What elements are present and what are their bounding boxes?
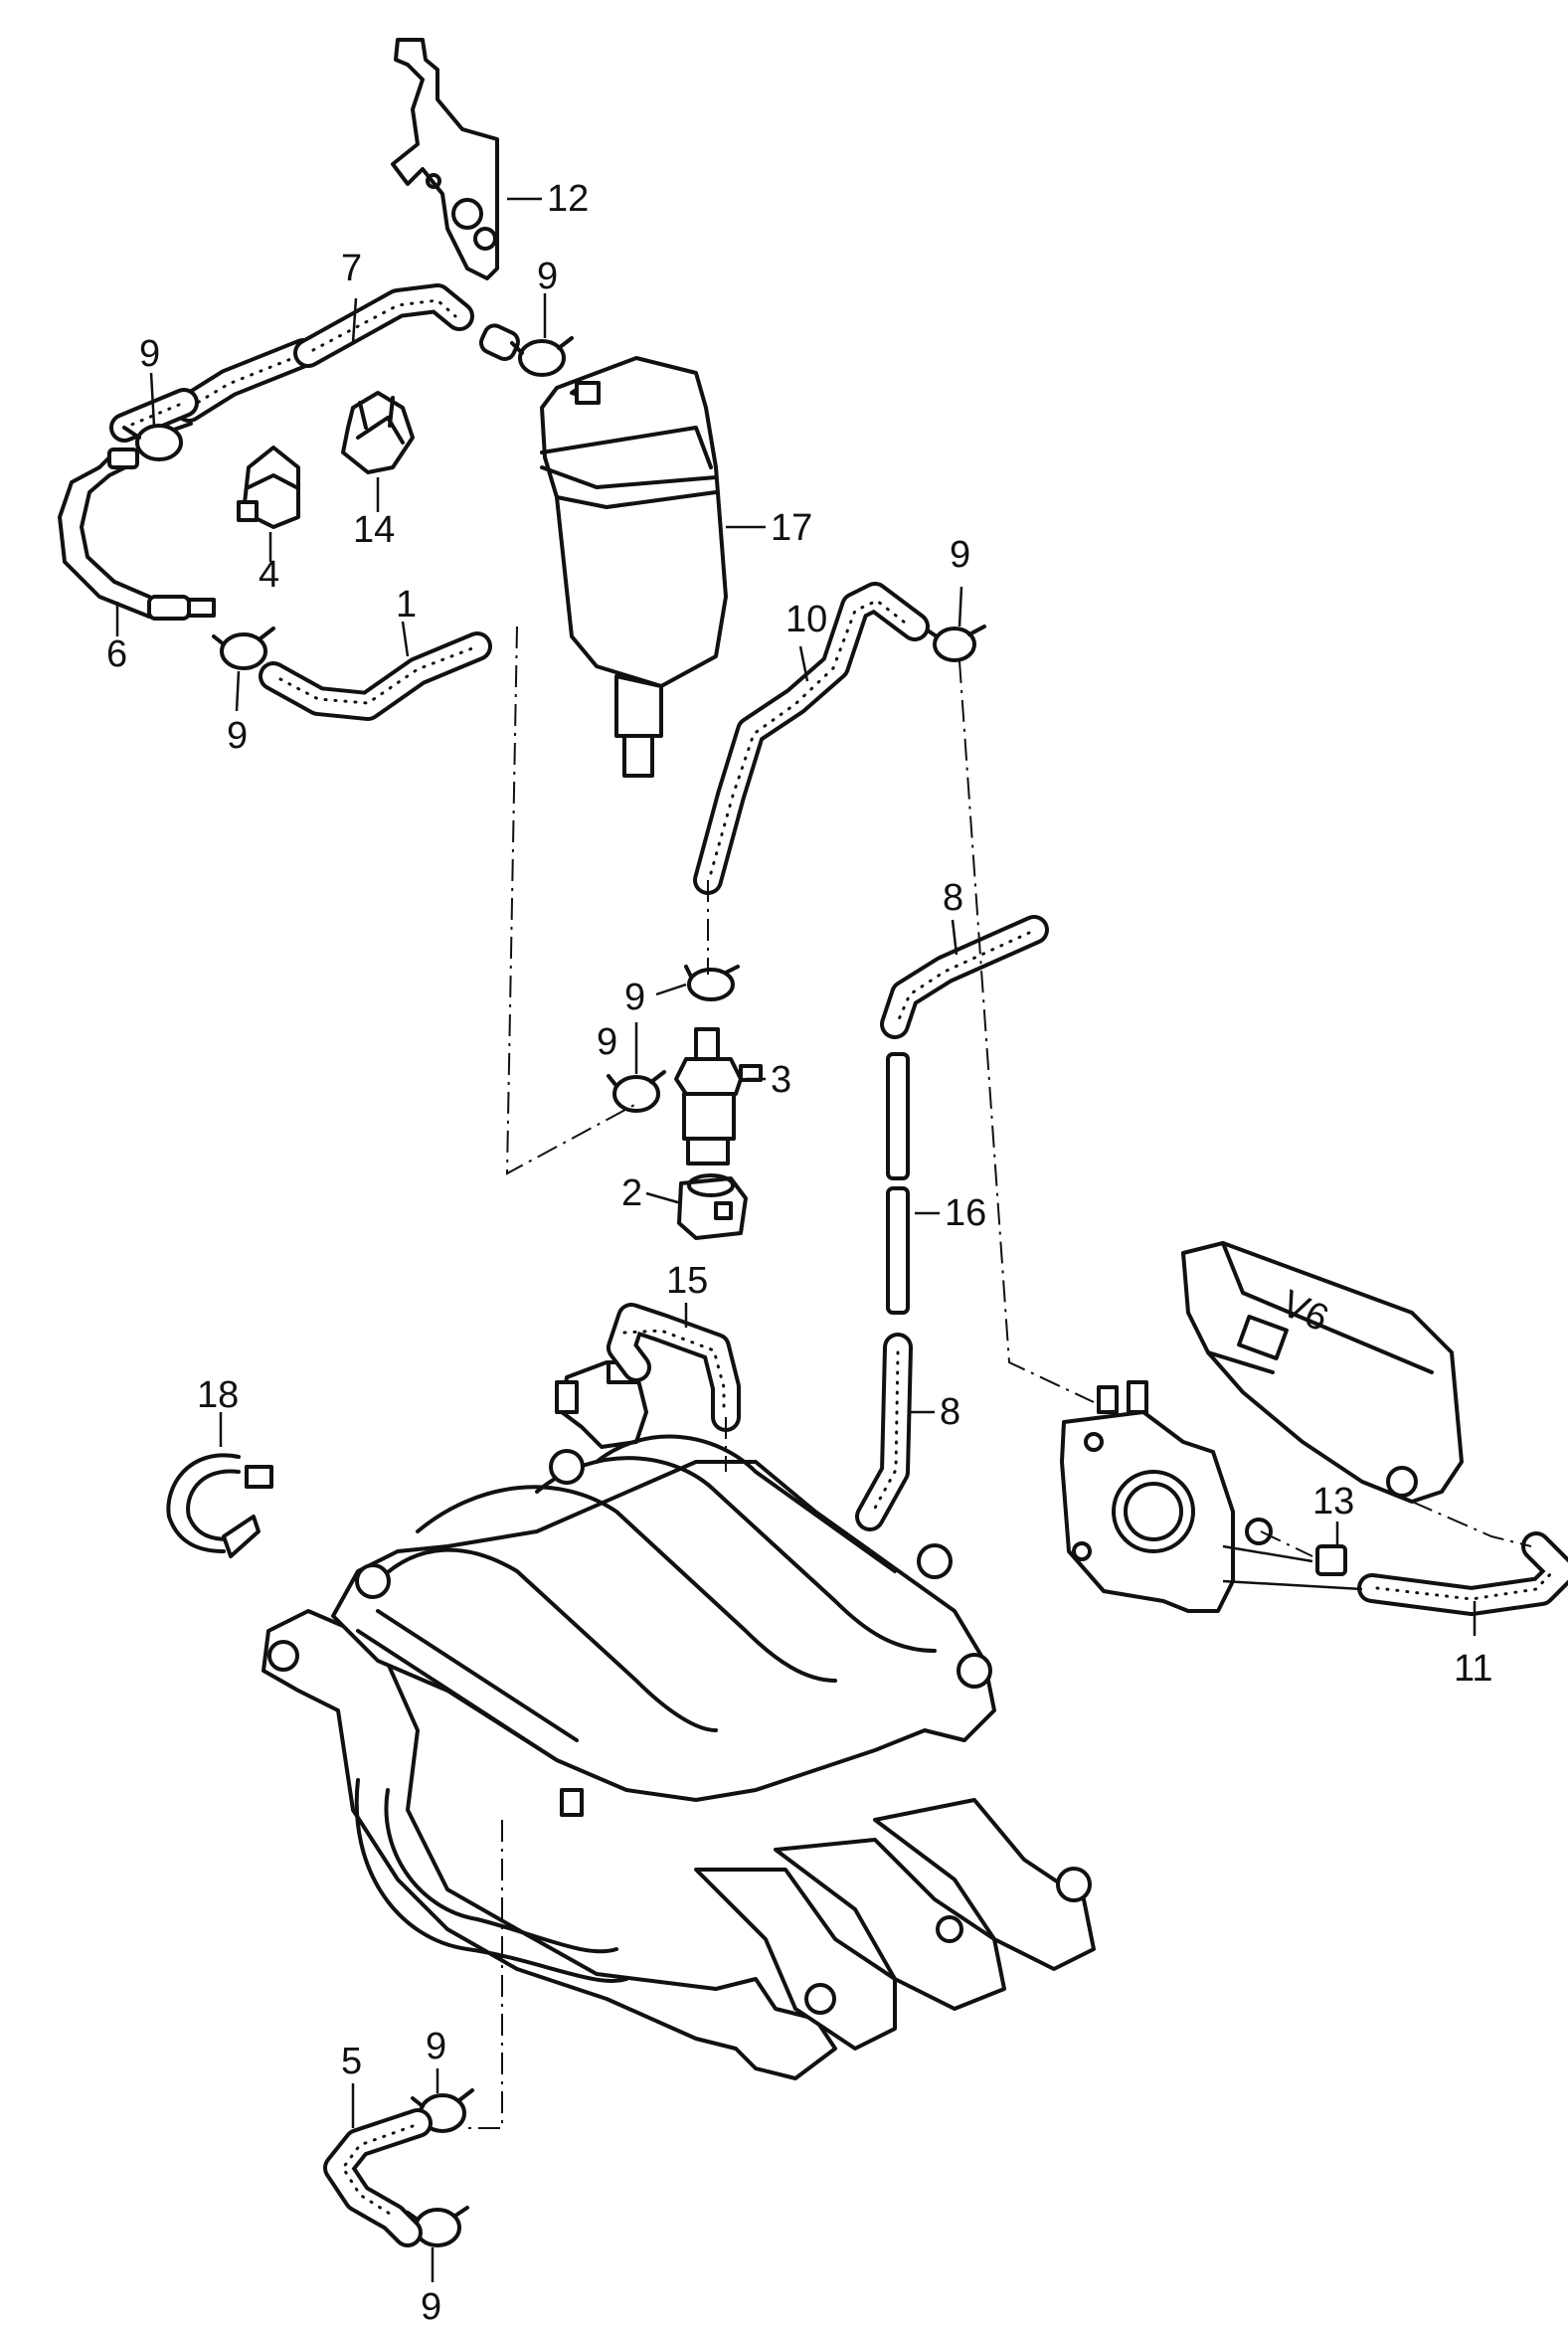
hose-8-lower: [855, 1333, 913, 1531]
label-9-right: 9: [950, 534, 970, 576]
label-4: 4: [259, 554, 279, 596]
clamp-9-e: [684, 965, 740, 1001]
label-8-upper: 8: [943, 877, 963, 919]
label-1: 1: [396, 584, 417, 626]
label-9-top-left: 9: [139, 333, 160, 375]
label-3: 3: [771, 1059, 791, 1101]
routing-lines: [467, 626, 1532, 2129]
label-9-bottom-a: 9: [426, 2026, 446, 2067]
valve-3: [674, 1027, 763, 1165]
cap-13: [1315, 1544, 1347, 1576]
hose-5: [323, 2108, 433, 2247]
label-15: 15: [666, 1260, 708, 1302]
throttle-body: [1060, 1380, 1273, 1613]
hose-8-upper: [880, 915, 1049, 1039]
tube-16: [886, 1052, 910, 1315]
clamp-9-d: [923, 625, 986, 662]
grommet-2: [677, 1173, 748, 1240]
label-16: 16: [945, 1192, 986, 1234]
label-9-top: 9: [537, 256, 558, 297]
label-7: 7: [341, 248, 362, 289]
label-9-bottom-b: 9: [421, 2286, 441, 2328]
label-9-mid-a: 9: [624, 977, 645, 1018]
clip-4: [237, 446, 300, 529]
bracket-12: [391, 38, 499, 280]
label-9-left-lower: 9: [227, 715, 248, 757]
hose-10: [693, 582, 930, 895]
label-11: 11: [1454, 1648, 1492, 1690]
clip-14: [341, 391, 415, 474]
air-intake-cover-v6: V6: [1181, 1241, 1464, 1504]
label-10: 10: [785, 599, 827, 640]
hose-1: [259, 631, 492, 721]
label-6: 6: [106, 633, 127, 675]
label-2: 2: [621, 1172, 642, 1214]
leader-lines: [115, 197, 1477, 2282]
callout-labels: 12 7 9 9 14 4 6 1 9 17 10 9 8 9 9 3 2 16…: [106, 178, 1492, 2328]
intake-manifold: [261, 1434, 1096, 2080]
clamp-9-f: [607, 1070, 666, 1113]
hose-11: [1222, 1531, 1568, 1616]
label-12: 12: [547, 178, 589, 220]
clamp-9-c: [212, 627, 275, 670]
label-9-mid-second: 9: [597, 1021, 617, 1063]
clamp-9-a: [122, 422, 193, 461]
label-18-visible: 18: [197, 1374, 239, 1416]
label-5: 5: [341, 2041, 362, 2082]
label-13: 13: [1312, 1481, 1354, 1522]
label-8-lower: 8: [940, 1391, 960, 1433]
sensor-15: [555, 1303, 741, 1449]
canister-17: [540, 356, 728, 778]
strap-clamp-18: [166, 1453, 273, 1558]
label-14: 14: [353, 509, 395, 551]
clamp-9-b: [510, 336, 574, 377]
label-17: 17: [771, 507, 812, 549]
